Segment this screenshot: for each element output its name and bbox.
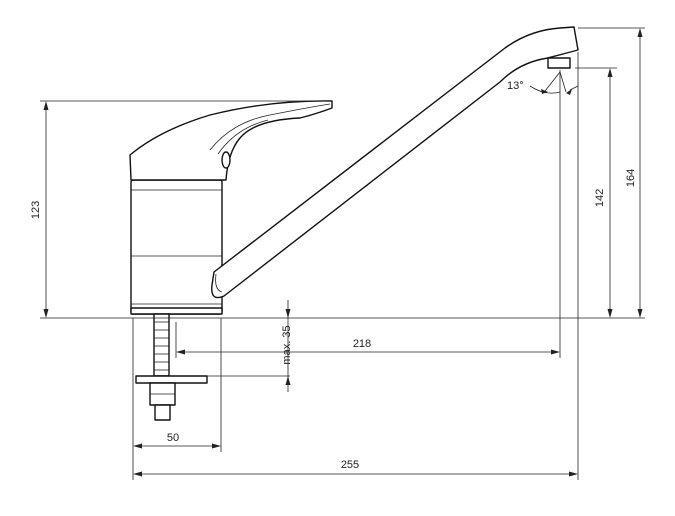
dimension-label-218: 218 [353, 338, 371, 350]
dimension-50 [133, 443, 221, 449]
dimension-label-123: 123 [30, 201, 42, 219]
dimension-label-max-35: max. 35 [281, 325, 293, 364]
dimension-142 [607, 68, 613, 318]
dimension-label-50: 50 [167, 432, 179, 444]
dimension-label-255: 255 [341, 459, 359, 471]
dimension-164 [637, 28, 643, 318]
dimension-label-142: 142 [594, 189, 606, 207]
dimension-label-angle: 13° [507, 80, 524, 92]
dimension-angle-13 [529, 71, 579, 95]
dimension-218 [176, 349, 560, 355]
dimension-max-35 [285, 300, 291, 392]
dimension-123 [43, 101, 49, 318]
faucet-body [130, 179, 223, 315]
mounting-hardware [135, 313, 208, 421]
dimension-255 [133, 471, 578, 477]
faucet-spout [211, 26, 579, 299]
extension-lines [40, 27, 645, 480]
faucet-lever [129, 100, 333, 181]
dimension-label-164: 164 [625, 169, 637, 187]
